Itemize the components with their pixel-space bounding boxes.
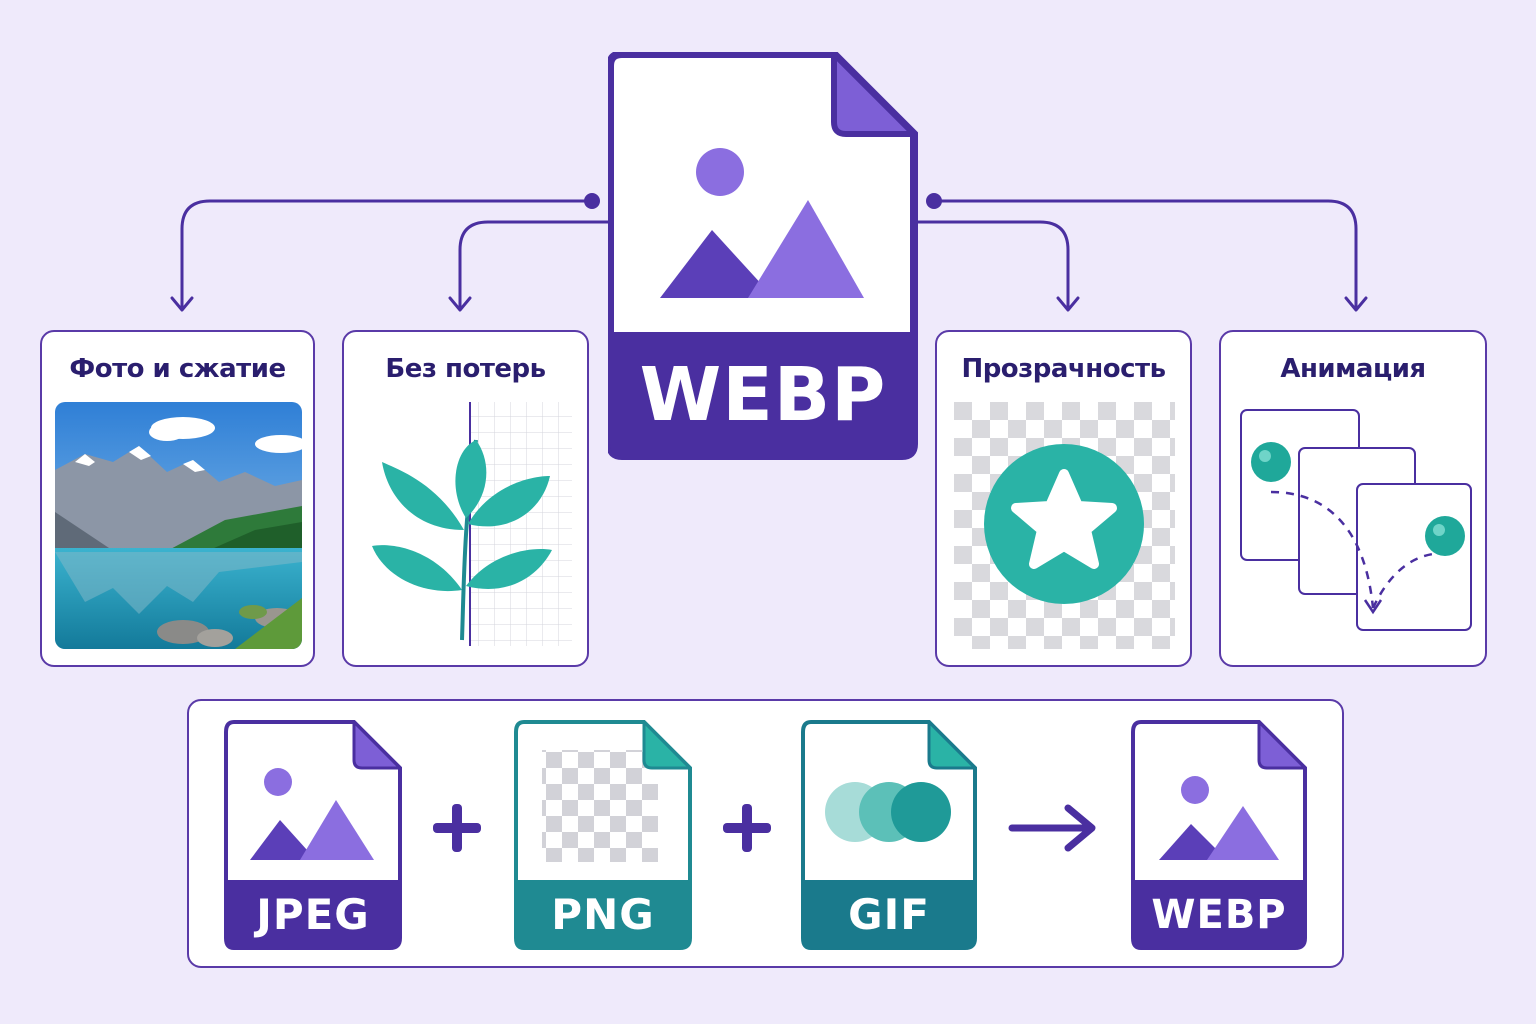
- arrow-right-icon: [1008, 804, 1096, 852]
- connector-to-animation: [932, 199, 1358, 308]
- plus-sign: [433, 804, 481, 852]
- card-transparency: Прозрачность: [935, 330, 1192, 667]
- connector-to-lossless: [458, 220, 612, 308]
- card-title: Фото и сжатие: [69, 354, 286, 384]
- jpeg-file-icon: JPEG: [224, 720, 402, 950]
- star-badge-icon: [954, 402, 1175, 649]
- animation-frames-icon: [1237, 408, 1477, 638]
- main-file-label: WEBP: [639, 352, 887, 438]
- connector-to-transparency: [912, 220, 1070, 308]
- card-animation: Анимация: [1219, 330, 1487, 667]
- webp-result-label: WEBP: [1151, 892, 1287, 938]
- plus-sign: [723, 804, 771, 852]
- gif-label: GIF: [848, 890, 930, 939]
- connector-dot-right: [926, 193, 942, 209]
- leaf-grid-icon: [366, 400, 574, 650]
- jpeg-label: JPEG: [256, 890, 370, 939]
- png-file-icon: PNG: [514, 720, 692, 950]
- gif-file-icon: GIF: [801, 720, 977, 950]
- card-title: Без потерь: [385, 354, 546, 384]
- main-webp-file-icon: WEBP: [606, 50, 918, 460]
- png-label: PNG: [551, 890, 655, 939]
- mountain-lake-photo: [55, 402, 302, 649]
- card-title: Анимация: [1280, 354, 1426, 384]
- card-photo-compression: Фото и сжатие: [40, 330, 315, 667]
- connector-to-photo: [180, 199, 594, 308]
- card-title: Прозрачность: [961, 354, 1166, 384]
- card-lossless: Без потерь: [342, 330, 589, 667]
- connector-dot-left: [584, 193, 600, 209]
- webp-result-file-icon: WEBP: [1131, 720, 1307, 950]
